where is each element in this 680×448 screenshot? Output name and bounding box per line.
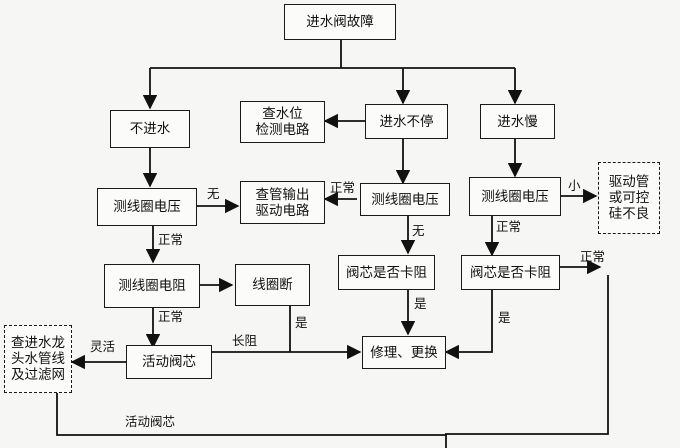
node-no-inflow: 不进水: [110, 110, 190, 148]
node-core-stuck-right: 阀芯是否卡阻: [461, 255, 560, 290]
node-core-stuck-mid: 阀芯是否卡阻: [338, 255, 435, 290]
node-slow-inflow: 进水慢: [480, 104, 555, 139]
node-repair-replace: 修理、更换: [362, 336, 446, 369]
label-yes-mid: 是: [414, 296, 427, 311]
label-long-block: 长阻: [232, 333, 258, 348]
label-yes-coil: 是: [295, 315, 308, 330]
label-normal-mid-voltage: 正常: [330, 180, 356, 195]
connector-right-loop: [445, 275, 609, 435]
node-nonstop-inflow: 进水不停: [365, 104, 448, 139]
label-active-core-bottom: 活动阀芯: [125, 414, 176, 429]
label-small: 小: [568, 178, 581, 193]
connector-bottom-loop: [56, 393, 447, 448]
node-measure-voltage-mid: 测线圈电压: [360, 183, 450, 216]
node-check-inlet-pipe: 查进水龙 头水管线 及过滤网: [4, 325, 72, 393]
label-none-left: 无: [207, 186, 220, 201]
node-check-drive-circuit: 查管输出 驱动电路: [240, 181, 325, 224]
node-coil-broken: 线圈断: [235, 264, 310, 306]
node-measure-voltage-right: 测线圈电压: [469, 177, 561, 216]
label-normal-right-voltage: 正常: [496, 219, 522, 234]
label-normal-resistance: 正常: [158, 309, 184, 324]
node-check-water-level: 查水位 检测电路: [240, 101, 325, 143]
label-none-mid: 无: [412, 223, 425, 238]
node-fault-root: 进水阀故障: [284, 4, 396, 40]
node-measure-voltage-left: 测线圈电压: [97, 188, 197, 226]
node-driver-faulty: 驱动管 或可控 硅不良: [598, 162, 660, 234]
node-measure-resistance: 测线圈电阻: [104, 264, 200, 308]
label-flexible: 灵活: [90, 339, 116, 354]
label-normal-right: 正常: [580, 249, 606, 264]
label-normal-left-voltage: 正常: [158, 232, 184, 247]
connector-core-stuck2-to-repair: [444, 290, 493, 360]
node-active-core: 活动阀芯: [126, 345, 212, 379]
label-yes-right: 是: [498, 310, 511, 325]
